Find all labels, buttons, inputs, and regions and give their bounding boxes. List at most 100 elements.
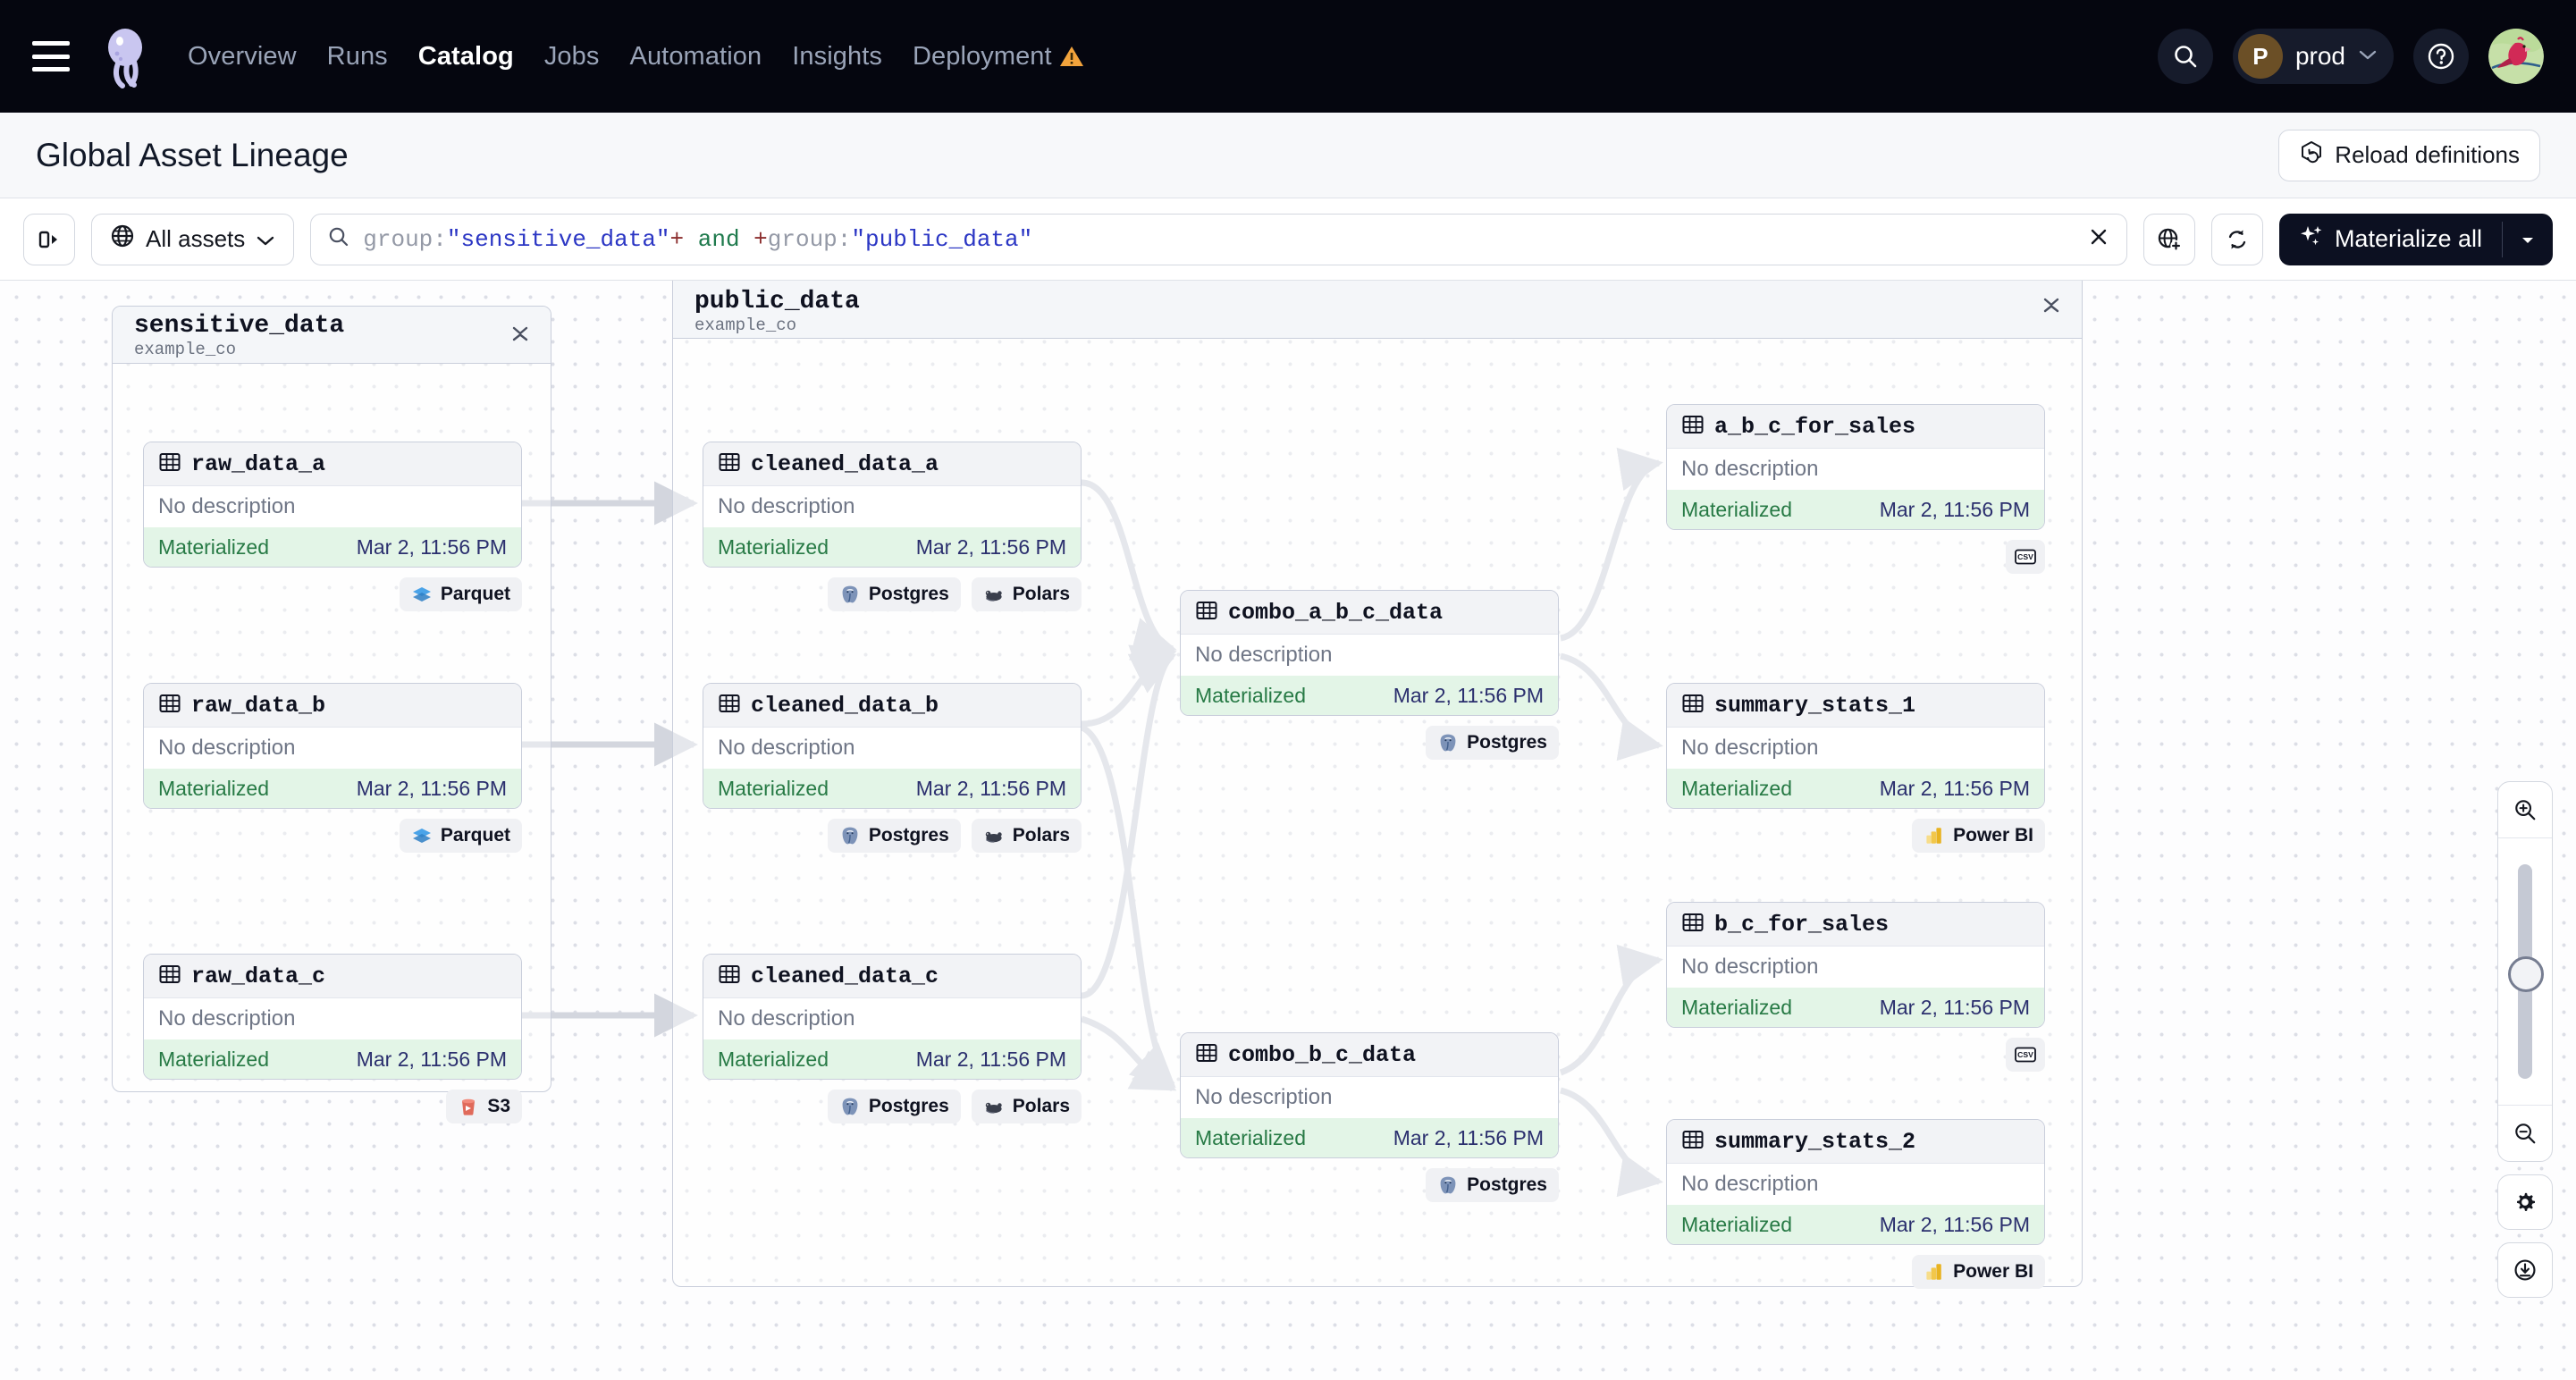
nav-link-overview[interactable]: Overview <box>188 41 297 71</box>
tag-postgres[interactable]: Postgres <box>827 577 961 611</box>
asset-node-name: combo_a_b_c_data <box>1228 599 1444 626</box>
status-badge: Materialized <box>158 776 269 800</box>
lineage-query-field[interactable]: group:"sensitive_data"+ and +group:"publ… <box>310 213 2127 265</box>
nav-link-runs[interactable]: Runs <box>326 41 388 71</box>
tag-polars[interactable]: Polars <box>971 819 1082 853</box>
zoom-in-icon[interactable] <box>2498 782 2552 837</box>
tag-power-bi[interactable]: Power BI <box>1912 819 2045 853</box>
tag-postgres[interactable]: Postgres <box>1426 1168 1559 1202</box>
tag-label: Postgres <box>1467 1174 1547 1195</box>
hamburger-menu-icon[interactable] <box>32 41 70 72</box>
asset-node-description: No description <box>144 728 521 769</box>
nav-link-deployment[interactable]: Deployment <box>913 42 1084 72</box>
download-icon[interactable] <box>2497 1242 2553 1298</box>
table-icon <box>158 692 181 719</box>
asset-node-status: Materialized Mar 2, 11:56 PM <box>144 1039 521 1079</box>
main-nav-links: Overview Runs Catalog Jobs Automation In… <box>188 42 1084 72</box>
status-timestamp: Mar 2, 11:56 PM <box>1393 1125 1544 1149</box>
materialize-dropdown-caret-icon[interactable] <box>2503 214 2553 265</box>
asset-node-combo_a_b_c_data[interactable]: combo_a_b_c_data No description Material… <box>1180 590 1559 716</box>
asset-node-cleaned_data_b[interactable]: cleaned_data_b No description Materializ… <box>703 683 1082 809</box>
page-header: Global Asset Lineage Reload definitions <box>0 113 2576 198</box>
tag-polars[interactable]: Polars <box>971 577 1082 611</box>
zoom-slider-track[interactable] <box>2498 837 2552 1106</box>
panel-expand-icon[interactable] <box>23 213 75 265</box>
nav-link-catalog[interactable]: Catalog <box>417 41 514 71</box>
gear-icon[interactable] <box>2497 1174 2553 1230</box>
tag-postgres[interactable]: Postgres <box>1426 726 1559 760</box>
page-title: Global Asset Lineage <box>36 136 349 173</box>
asset-node-tags: Postgres <box>1180 1168 1559 1202</box>
asset-node-raw_data_c[interactable]: raw_data_c No description Materialized M… <box>143 954 522 1080</box>
lineage-graph-canvas[interactable]: sensitive_data example_co public_data ex… <box>0 281 2576 1380</box>
asset-node-cleaned_data_a[interactable]: cleaned_data_a No description Materializ… <box>703 442 1082 568</box>
nav-link-automation[interactable]: Automation <box>629 41 762 71</box>
clear-query-icon[interactable] <box>2078 225 2110 253</box>
asset-node-name: b_c_for_sales <box>1714 911 1890 938</box>
status-timestamp: Mar 2, 11:56 PM <box>356 776 507 800</box>
global-search-icon[interactable] <box>2157 29 2213 84</box>
status-timestamp: Mar 2, 11:56 PM <box>915 1047 1066 1071</box>
asset-node-b_c_for_sales[interactable]: b_c_for_sales No description Materialize… <box>1666 902 2045 1028</box>
asset-node-status: Materialized Mar 2, 11:56 PM <box>144 769 521 808</box>
tag-csv[interactable]: CSV <box>2006 1038 2045 1072</box>
user-avatar[interactable] <box>2488 29 2544 84</box>
asset-node-description: No description <box>703 486 1081 527</box>
zoom-slider-thumb[interactable] <box>2508 956 2544 992</box>
nav-link-deployment-label: Deployment <box>912 41 1052 71</box>
refresh-icon[interactable] <box>2210 213 2263 265</box>
materialize-all-button[interactable]: Materialize all <box>2278 213 2553 265</box>
asset-group-name: public_data <box>695 288 860 316</box>
zoom-out-icon[interactable] <box>2498 1106 2552 1161</box>
collapse-group-icon[interactable] <box>2041 294 2062 320</box>
materialize-all-main[interactable]: Materialize all <box>2279 214 2502 265</box>
tag-csv[interactable]: CSV <box>2006 540 2045 574</box>
tag-parquet[interactable]: Parquet <box>399 577 522 611</box>
polars-icon <box>983 1096 1005 1117</box>
asset-node-raw_data_b[interactable]: raw_data_b No description Materialized M… <box>143 683 522 809</box>
asset-node-combo_b_c_data[interactable]: combo_b_c_data No description Materializ… <box>1180 1032 1559 1158</box>
asset-node-name: summary_stats_1 <box>1714 692 1916 719</box>
asset-node-status: Materialized Mar 2, 11:56 PM <box>703 527 1081 567</box>
sparkles-icon <box>2299 223 2324 255</box>
asset-node-description: No description <box>144 998 521 1039</box>
tag-postgres[interactable]: Postgres <box>827 819 961 853</box>
asset-node-header: cleaned_data_b <box>703 684 1081 728</box>
asset-node-name: cleaned_data_b <box>751 692 939 719</box>
dagster-logo-icon[interactable] <box>93 24 157 88</box>
help-question-mark-icon[interactable] <box>2413 29 2469 84</box>
parquet-icon <box>411 825 433 846</box>
tag-label: Power BI <box>1953 825 2033 846</box>
tag-parquet[interactable]: Parquet <box>399 819 522 853</box>
asset-node-cleaned_data_c[interactable]: cleaned_data_c No description Materializ… <box>703 954 1082 1080</box>
globe-plus-icon[interactable] <box>2142 213 2195 265</box>
asset-node-tags: Power BI <box>1666 819 2045 853</box>
lineage-query-text[interactable]: group:"sensitive_data"+ and +group:"publ… <box>363 226 1032 253</box>
collapse-group-icon[interactable] <box>509 323 531 349</box>
tag-power-bi[interactable]: Power BI <box>1912 1255 2045 1289</box>
nav-link-insights[interactable]: Insights <box>792 41 882 71</box>
asset-node-status: Materialized Mar 2, 11:56 PM <box>703 1039 1081 1079</box>
nav-right-controls: P prod <box>2157 29 2544 84</box>
tag-polars[interactable]: Polars <box>971 1090 1082 1123</box>
table-icon <box>1681 692 1705 719</box>
asset-node-tags: Postgres Polars <box>703 1090 1082 1123</box>
asset-node-a_b_c_for_sales[interactable]: a_b_c_for_sales No description Materiali… <box>1666 404 2045 530</box>
status-badge: Materialized <box>718 776 829 800</box>
zoom-slider-stack <box>2497 781 2553 1162</box>
status-badge: Materialized <box>1195 683 1306 707</box>
asset-node-raw_data_a[interactable]: raw_data_a No description Materialized M… <box>143 442 522 568</box>
asset-node-summary_stats_2[interactable]: summary_stats_2 No description Materiali… <box>1666 1119 2045 1245</box>
asset-scope-filter[interactable]: All assets <box>91 213 295 265</box>
tag-s3[interactable]: S3 <box>446 1090 522 1123</box>
deployment-selector[interactable]: P prod <box>2232 29 2394 84</box>
asset-scope-filter-label: All assets <box>146 225 246 252</box>
status-timestamp: Mar 2, 11:56 PM <box>356 534 507 559</box>
reload-definitions-button[interactable]: Reload definitions <box>2278 129 2540 181</box>
asset-node-description: No description <box>1667 449 2044 490</box>
asset-node-summary_stats_1[interactable]: summary_stats_1 No description Materiali… <box>1666 683 2045 809</box>
nav-link-jobs[interactable]: Jobs <box>543 41 600 71</box>
asset-node-description: No description <box>1181 1077 1558 1118</box>
asset-node-header: combo_a_b_c_data <box>1181 591 1558 635</box>
tag-postgres[interactable]: Postgres <box>827 1090 961 1123</box>
